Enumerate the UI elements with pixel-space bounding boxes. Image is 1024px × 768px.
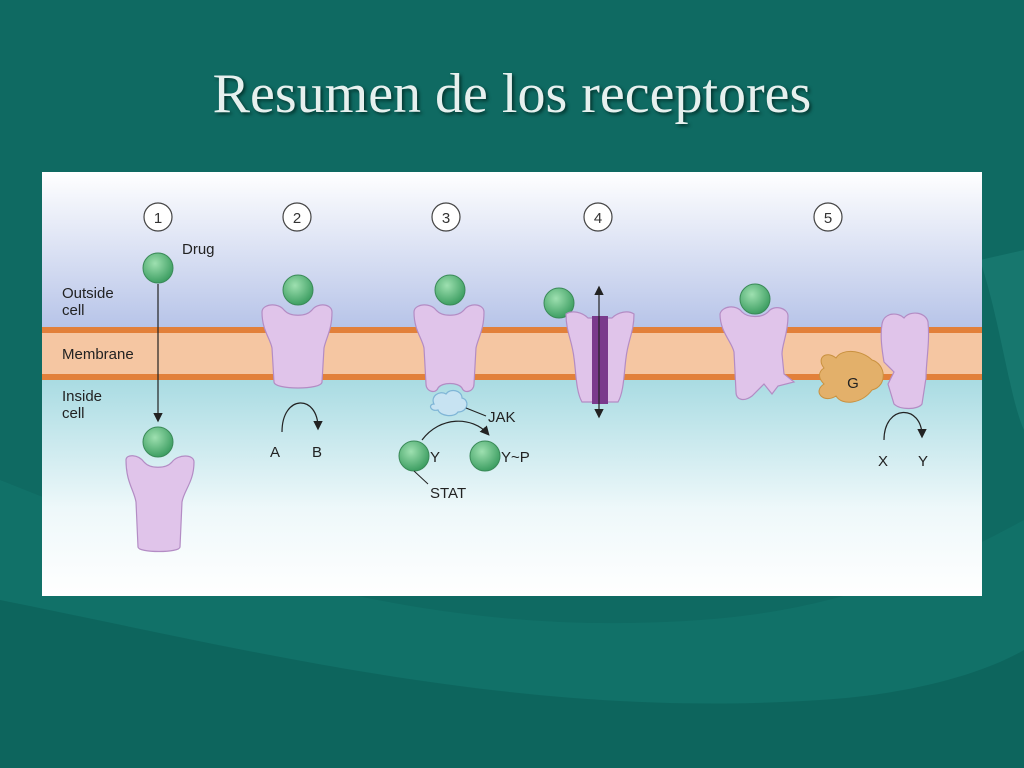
stat-label: STAT <box>430 485 466 502</box>
bound-drug <box>142 426 174 458</box>
gpcr-active-receptor <box>719 306 796 401</box>
drug-molecule <box>543 287 575 319</box>
step-2-number: 2 <box>282 202 312 232</box>
step-3-jak-stat-receptor: JAK Y Y~P STAT <box>398 274 530 502</box>
product-b: B <box>312 444 322 461</box>
step-2-enzyme-receptor: A B <box>261 274 333 461</box>
channel-left-half <box>565 311 595 403</box>
svg-text:4: 4 <box>594 210 602 227</box>
stat-molecule <box>398 440 430 472</box>
effector-x: X <box>878 453 888 470</box>
svg-text:5: 5 <box>824 210 832 227</box>
step-5-number: 5 <box>813 202 843 232</box>
effector-arrow <box>883 411 927 441</box>
drug-molecule <box>142 252 174 284</box>
drug-label: Drug <box>182 241 215 258</box>
membrane-bottom-edge <box>42 374 982 380</box>
step-4-ion-channel <box>543 285 635 419</box>
drug-molecule <box>282 274 314 306</box>
phosphorylated-stat-molecule <box>469 440 501 472</box>
stat-yp-label: Y~P <box>501 449 530 466</box>
jak-label: JAK <box>488 409 516 426</box>
jak-kinase <box>429 389 468 417</box>
svg-text:1: 1 <box>154 210 162 227</box>
membrane-top-edge <box>42 327 982 333</box>
phosphorylation-arrow <box>421 420 490 441</box>
effector-y: Y <box>918 453 928 470</box>
step-1-number: 1 <box>143 202 173 232</box>
step-1-intracellular-receptor: Drug <box>125 241 215 553</box>
svg-text:2: 2 <box>293 210 301 227</box>
channel-pore <box>592 316 608 404</box>
outside-region <box>42 172 982 330</box>
substrate-a: A <box>270 444 280 461</box>
membrane-label: Membrane <box>62 346 134 363</box>
step-5-gpcr: G X Y <box>719 283 930 470</box>
cytoplasmic-receptor <box>125 455 195 553</box>
receptor-protein <box>413 304 485 393</box>
stat-y-label: Y <box>430 449 440 466</box>
g-protein <box>818 351 884 403</box>
slide-title: Resumen de los receptores <box>212 63 812 125</box>
drug-molecule <box>739 283 771 315</box>
channel-right-half <box>605 311 635 403</box>
conversion-arrow <box>281 402 323 433</box>
receptor-protein <box>261 304 333 389</box>
step-4-number: 4 <box>583 202 613 232</box>
gpcr-effector-receptor <box>880 312 930 410</box>
svg-text:3: 3 <box>442 210 450 227</box>
drug-molecule <box>434 274 466 306</box>
inside-region <box>42 378 982 596</box>
g-protein-label: G <box>847 375 859 392</box>
step-3-number: 3 <box>431 202 461 232</box>
